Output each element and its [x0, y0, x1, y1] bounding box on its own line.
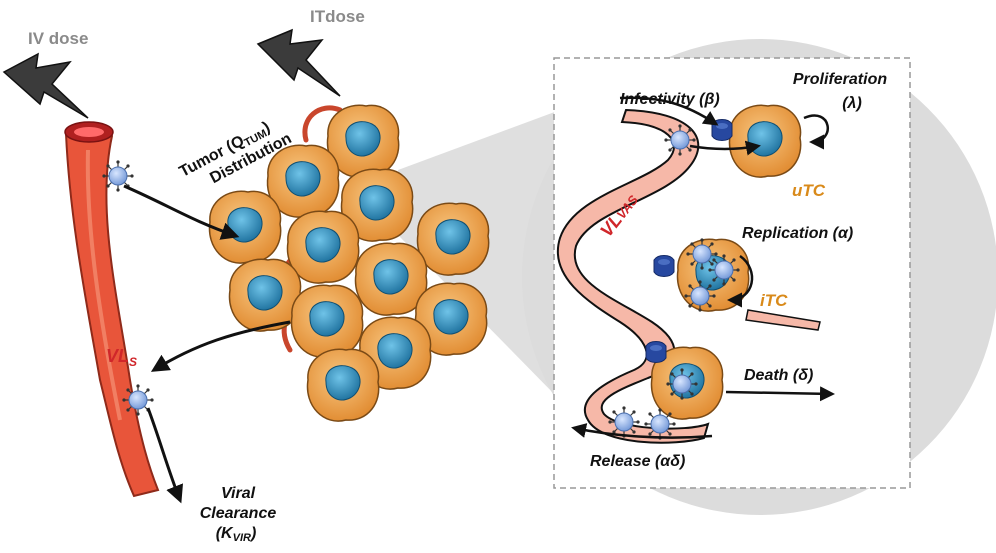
receptor-icon [653, 255, 675, 277]
tumor-cell [306, 348, 380, 422]
vl-systemic-label: VLS [106, 346, 137, 369]
inset-arrows [571, 96, 835, 439]
itc-label: iTC [760, 291, 788, 310]
blood-vessel [64, 121, 160, 498]
uninfected-tumor-cell [728, 104, 802, 178]
iv-dose-label: IV dose [28, 29, 88, 48]
clearance-line-3: (KVIR) [216, 525, 257, 544]
virus-particle [685, 237, 719, 271]
distribution-arrows [123, 184, 291, 504]
tumor-cell [228, 258, 302, 332]
infectivity-label: Infectivity (β) [620, 91, 720, 108]
proliferation-rate-label: (λ) [842, 95, 862, 112]
tumor-cell [290, 284, 364, 358]
virus-particle [665, 367, 699, 401]
receptor-icon [645, 341, 667, 363]
clearance-line-1: Viral [221, 485, 256, 502]
tumor-cell [208, 190, 282, 264]
proliferation-label: Proliferation [793, 71, 887, 88]
infected-tumor-cell [676, 238, 750, 312]
tumor-cell [286, 210, 360, 284]
replication-label: Replication (α) [742, 225, 853, 242]
virus-particle [607, 405, 641, 439]
virus-particle [663, 123, 697, 157]
it-dose-lightning-icon [256, 28, 341, 97]
utc-label: uTC [792, 181, 826, 200]
virus-particle [643, 407, 677, 441]
release-label: Release (αδ) [590, 453, 685, 470]
virus-particle [683, 279, 717, 313]
virus-particle [707, 253, 741, 287]
viral-clearance-label: Viral Clearance (KVIR) [200, 485, 277, 544]
clearance-line-2: Clearance [200, 505, 277, 522]
death-label: Death (δ) [744, 367, 813, 384]
iv-dose-lightning-icon [2, 52, 89, 119]
tumor-cell [416, 202, 490, 276]
it-dose-label: ITdose [310, 7, 365, 26]
